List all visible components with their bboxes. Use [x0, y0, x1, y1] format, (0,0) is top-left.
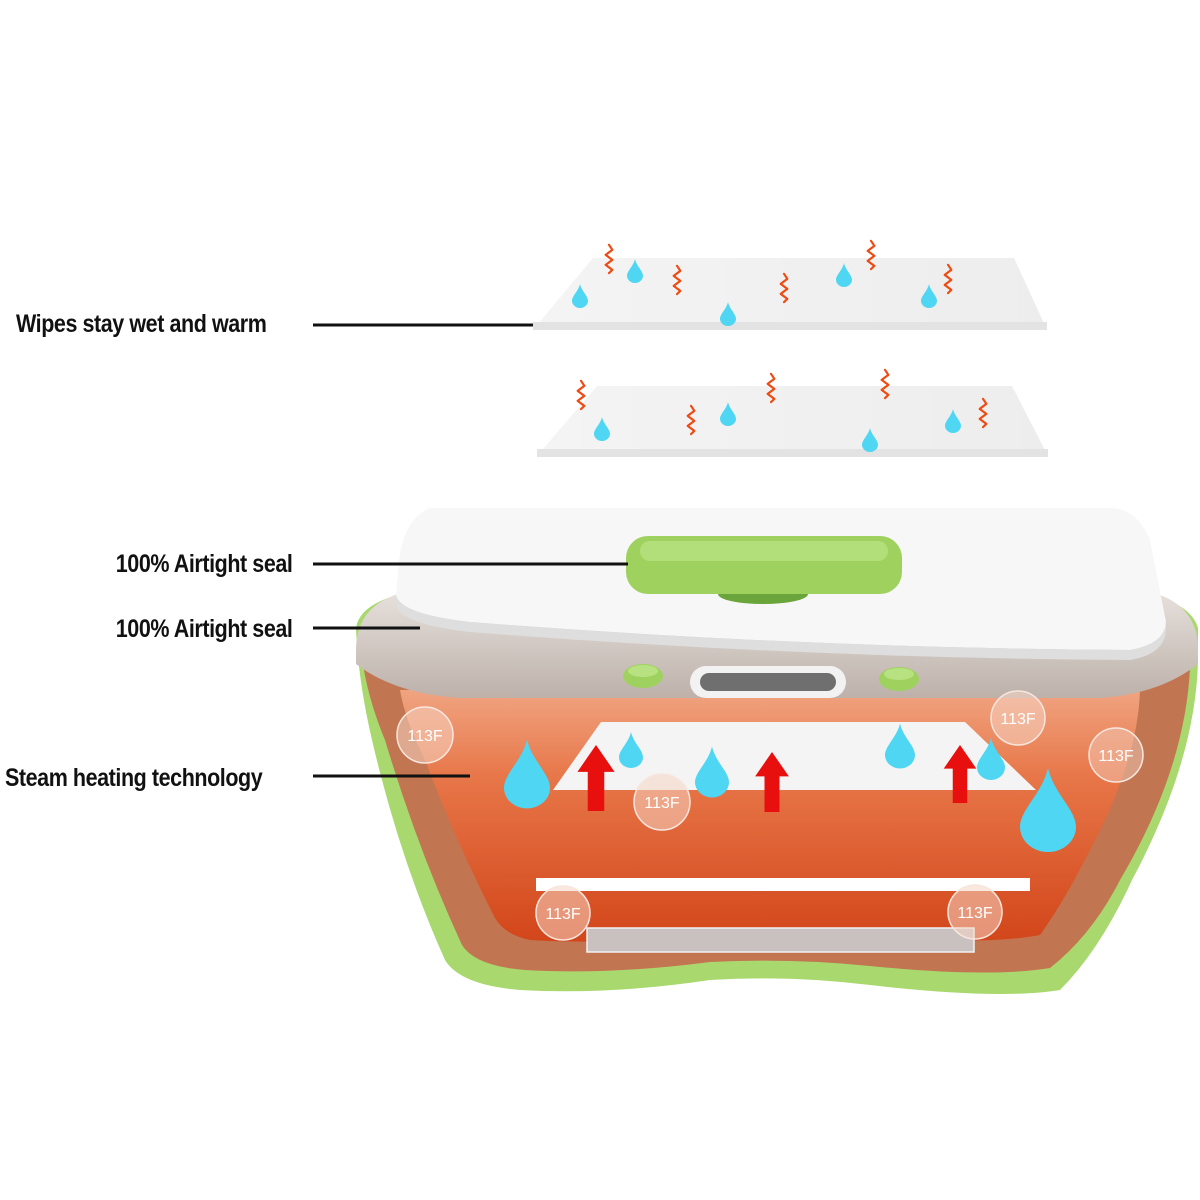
temperature-badge: 113F	[396, 706, 454, 764]
svg-text:113F: 113F	[957, 905, 993, 922]
svg-text:113F: 113F	[1098, 748, 1134, 765]
callout-steam-heating: Steam heating technology	[5, 764, 263, 792]
svg-text:113F: 113F	[545, 906, 581, 923]
interior-wipe-sheet	[553, 722, 1036, 790]
heating-element	[586, 927, 975, 953]
temperature-badge: 113F	[535, 885, 591, 941]
svg-text:113F: 113F	[644, 795, 680, 812]
rim-button-left-highlight	[628, 665, 658, 677]
callout-wipes-wet-warm: Wipes stay wet and warm	[16, 310, 267, 338]
temperature-badge: 113F	[1088, 727, 1144, 783]
lid-edge	[396, 595, 1166, 660]
dispenser-highlight	[640, 541, 888, 561]
rim-slot-inner	[700, 673, 836, 691]
svg-text:113F: 113F	[407, 728, 443, 745]
callout-airtight-seal-rim: 100% Airtight seal	[115, 615, 292, 643]
temperature-badge: 113F	[990, 690, 1046, 746]
wipe-sheet-top	[533, 239, 1047, 330]
temperature-badge: 113F	[633, 773, 691, 831]
svg-text:113F: 113F	[1000, 711, 1036, 728]
wipe-sheet-middle	[537, 368, 1048, 457]
rim-button-right-highlight	[884, 668, 914, 680]
callout-airtight-seal-lid: 100% Airtight seal	[115, 550, 292, 578]
heating-plate	[536, 878, 1030, 891]
temperature-badge: 113F	[947, 884, 1003, 940]
